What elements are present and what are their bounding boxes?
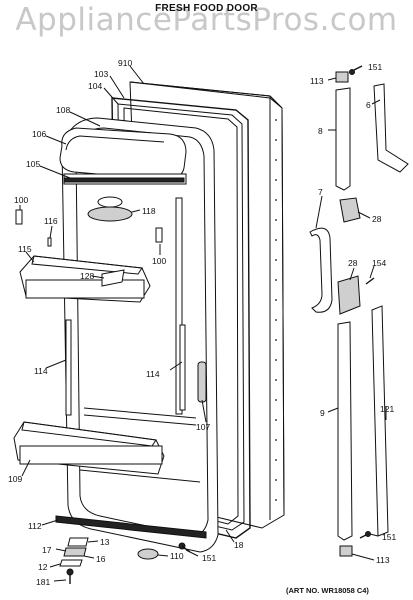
dairy-door-bar <box>63 177 185 183</box>
egg-tray <box>87 196 133 222</box>
callout-128-left: 128 <box>80 271 94 281</box>
callout-115: 115 <box>18 244 32 254</box>
leader-lines <box>19 65 387 582</box>
callout-114-right: 114 <box>146 369 160 379</box>
door-shelf-upper <box>19 255 151 303</box>
shelf-supports <box>15 209 163 247</box>
callout-18: 18 <box>234 540 244 550</box>
callout-28-upper: 28 <box>372 214 382 224</box>
callout-9: 9 <box>320 408 325 418</box>
callout-151-right: 151 <box>382 532 396 542</box>
screw-154 <box>365 277 375 285</box>
art-number: (ART NO. WR18058 C4) <box>286 586 369 595</box>
handle-bracket-upper <box>339 197 361 223</box>
callout-118: 118 <box>142 206 156 216</box>
upper-handle-trim <box>335 87 351 191</box>
bottom-trim <box>55 515 207 539</box>
callout-114-left: 114 <box>34 366 48 376</box>
liner-bracket <box>197 361 207 403</box>
callout-28-lower: 28 <box>348 258 358 268</box>
lower-handle-trim <box>337 321 353 541</box>
callout-6: 6 <box>366 100 371 110</box>
callout-154: 154 <box>372 258 386 268</box>
callout-108: 108 <box>56 105 70 115</box>
callout-7: 7 <box>318 187 323 197</box>
diagram-title: FRESH FOOD DOOR <box>155 3 258 14</box>
callout-103: 103 <box>94 69 108 79</box>
upper-trim-strip <box>373 83 409 173</box>
callout-106: 106 <box>32 129 46 139</box>
handle-bottom-parts <box>339 531 371 557</box>
callout-110: 110 <box>170 551 184 561</box>
callout-8: 8 <box>318 126 323 136</box>
callout-107: 107 <box>196 422 210 432</box>
hinge-cap <box>137 548 159 560</box>
callout-109: 109 <box>8 474 22 484</box>
callout-113-bottom: 113 <box>376 555 390 565</box>
callout-13: 13 <box>100 537 110 547</box>
handle-top-cap <box>335 65 363 83</box>
callout-12: 12 <box>38 562 48 572</box>
handle-bracket-lower <box>337 275 361 315</box>
hinge-parts <box>59 537 89 584</box>
callout-100-right: 100 <box>152 256 166 266</box>
callout-151-top: 151 <box>368 62 382 72</box>
callout-104: 104 <box>88 81 102 91</box>
door-handle <box>309 227 333 313</box>
callout-181: 181 <box>36 577 50 587</box>
callout-105: 105 <box>26 159 40 169</box>
callout-113-top: 113 <box>310 76 324 86</box>
callout-121: 121 <box>380 404 394 414</box>
dairy-compartment <box>59 127 187 185</box>
callout-910: 910 <box>118 58 132 68</box>
callout-100-left: 100 <box>14 195 28 205</box>
callout-151-bottom: 151 <box>202 553 216 563</box>
lower-trim-strip <box>371 305 389 537</box>
callout-17: 17 <box>42 545 52 555</box>
callout-116: 116 <box>44 216 58 226</box>
callout-112: 112 <box>28 521 42 531</box>
callout-16: 16 <box>96 554 106 564</box>
door-shelf-lower <box>13 421 165 475</box>
